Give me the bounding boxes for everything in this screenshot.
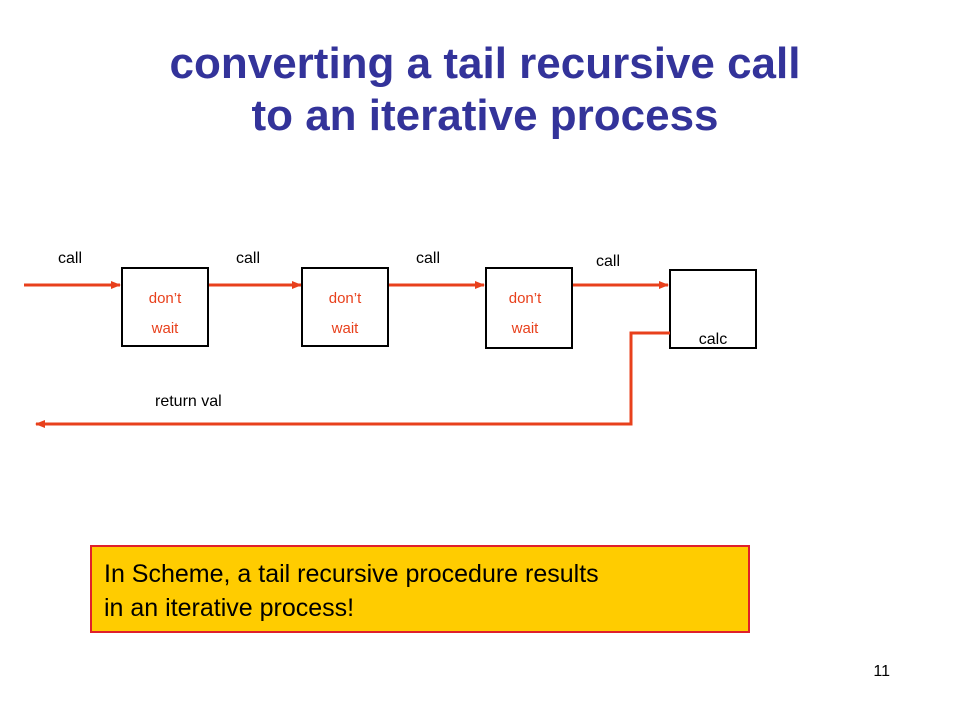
title-line-1: converting a tail recursive call [169, 39, 801, 88]
calc-box [669, 269, 757, 349]
calc-label: calc [699, 331, 727, 348]
return-label: return val [155, 393, 222, 410]
call-label-2: call [236, 250, 260, 267]
title-line-2: to an iterative process [251, 91, 719, 140]
box-3-line-2: wait [511, 320, 540, 337]
callout-line-1: In Scheme, a tail recursive procedure re… [104, 560, 599, 588]
page-number: 11 [873, 663, 890, 680]
box-1-line-1: don’t [149, 290, 182, 307]
box-2-line-2: wait [331, 320, 360, 337]
return-arrow [35, 331, 670, 428]
slide-title: converting a tail recursive call to an i… [80, 38, 890, 142]
box-1-line-2: wait [151, 320, 180, 337]
callout-line-2: in an iterative process! [104, 594, 355, 622]
callout-box: In Scheme, a tail recursive procedure re… [90, 545, 750, 633]
process-box-1 [121, 267, 209, 347]
call-label-3: call [416, 250, 440, 267]
process-box-2 [301, 267, 389, 347]
call-label-1: call [58, 250, 82, 267]
process-box-3 [485, 267, 573, 349]
box-2-line-1: don’t [329, 290, 362, 307]
box-3-line-1: don’t [509, 290, 542, 307]
call-label-4: call [596, 253, 620, 270]
